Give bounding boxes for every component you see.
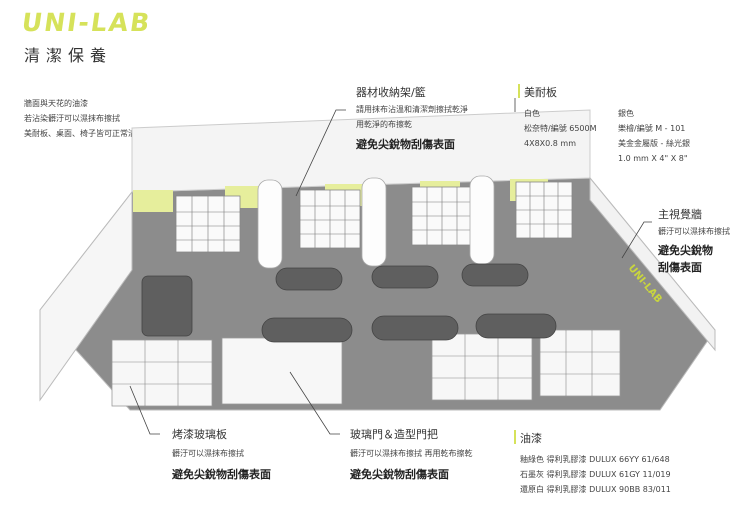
paint-colors-list: 釉綠色 得利乳膠漆 DULUX 66YY 61/648 石墨灰 得利乳膠漆 DU… — [520, 455, 671, 494]
laminate-white-spec: 白色 松奈特/編號 6500M 4X8X0.8 mm — [524, 109, 597, 148]
glass-panel — [431, 333, 533, 401]
callout-glass-desc: 髒汙可以濕抹布擦拭 — [172, 449, 244, 458]
left-wall — [39, 190, 133, 402]
lab-table — [461, 263, 529, 287]
glass-panel — [111, 339, 213, 407]
callout-glass-warning: 避免尖銳物刮傷表面 — [172, 468, 271, 481]
callout-door-desc: 髒汙可以濕抹布擦拭 再用乾布擦乾 — [350, 449, 473, 458]
column — [469, 175, 495, 265]
callout-visual-wall-warning: 避免尖銳物 刮傷表面 — [658, 244, 713, 274]
callout-visual-wall-desc: 髒汙可以濕抹布擦拭 — [658, 227, 730, 236]
leader-glass — [129, 385, 160, 435]
accent-bar — [518, 84, 520, 98]
green-panel — [133, 190, 173, 212]
glass-panel — [539, 329, 621, 397]
leader-visual-wall — [621, 221, 652, 259]
callout-laminate-title: 美耐板 — [524, 86, 557, 99]
laminate-silver-spec: 銀色 樂檜/編號 M - 101 美金金屬版 - 絲光銀 1.0 mm X 4"… — [618, 109, 690, 163]
leader-rack — [295, 109, 346, 197]
callout-paint-title: 油漆 — [520, 432, 542, 445]
lab-table — [141, 275, 193, 337]
glass-panel — [221, 337, 343, 405]
accent-bar — [514, 430, 516, 444]
page-title: 清潔保養 — [24, 46, 113, 65]
lab-table — [261, 317, 353, 343]
callout-glass-title: 烤漆玻璃板 — [172, 428, 227, 441]
right-wall — [589, 176, 716, 352]
intro-note: 牆面與天花的油漆 若沾染髒汙可以濕抹布擦拭 美耐板、桌面、椅子皆可正常清潔 — [24, 99, 144, 138]
leader-door — [289, 371, 340, 435]
lab-table — [275, 267, 343, 291]
callout-rack-warning: 避免尖銳物刮傷表面 — [356, 138, 455, 151]
column — [257, 179, 283, 269]
lab-table — [371, 265, 439, 289]
column — [361, 177, 387, 267]
callout-visual-wall-title: 主視覺牆 — [658, 208, 702, 221]
callout-rack-desc: 請用抹布沾溫和清潔劑擦拭乾淨 用乾淨的布擦乾 — [356, 105, 468, 129]
lab-table — [475, 313, 557, 339]
callout-door-warning: 避免尖銳物刮傷表面 — [350, 468, 449, 481]
callout-rack-title: 器材收納架/籃 — [356, 86, 426, 99]
lab-table — [371, 315, 459, 341]
callout-door-title: 玻璃門＆造型門把 — [350, 428, 438, 441]
